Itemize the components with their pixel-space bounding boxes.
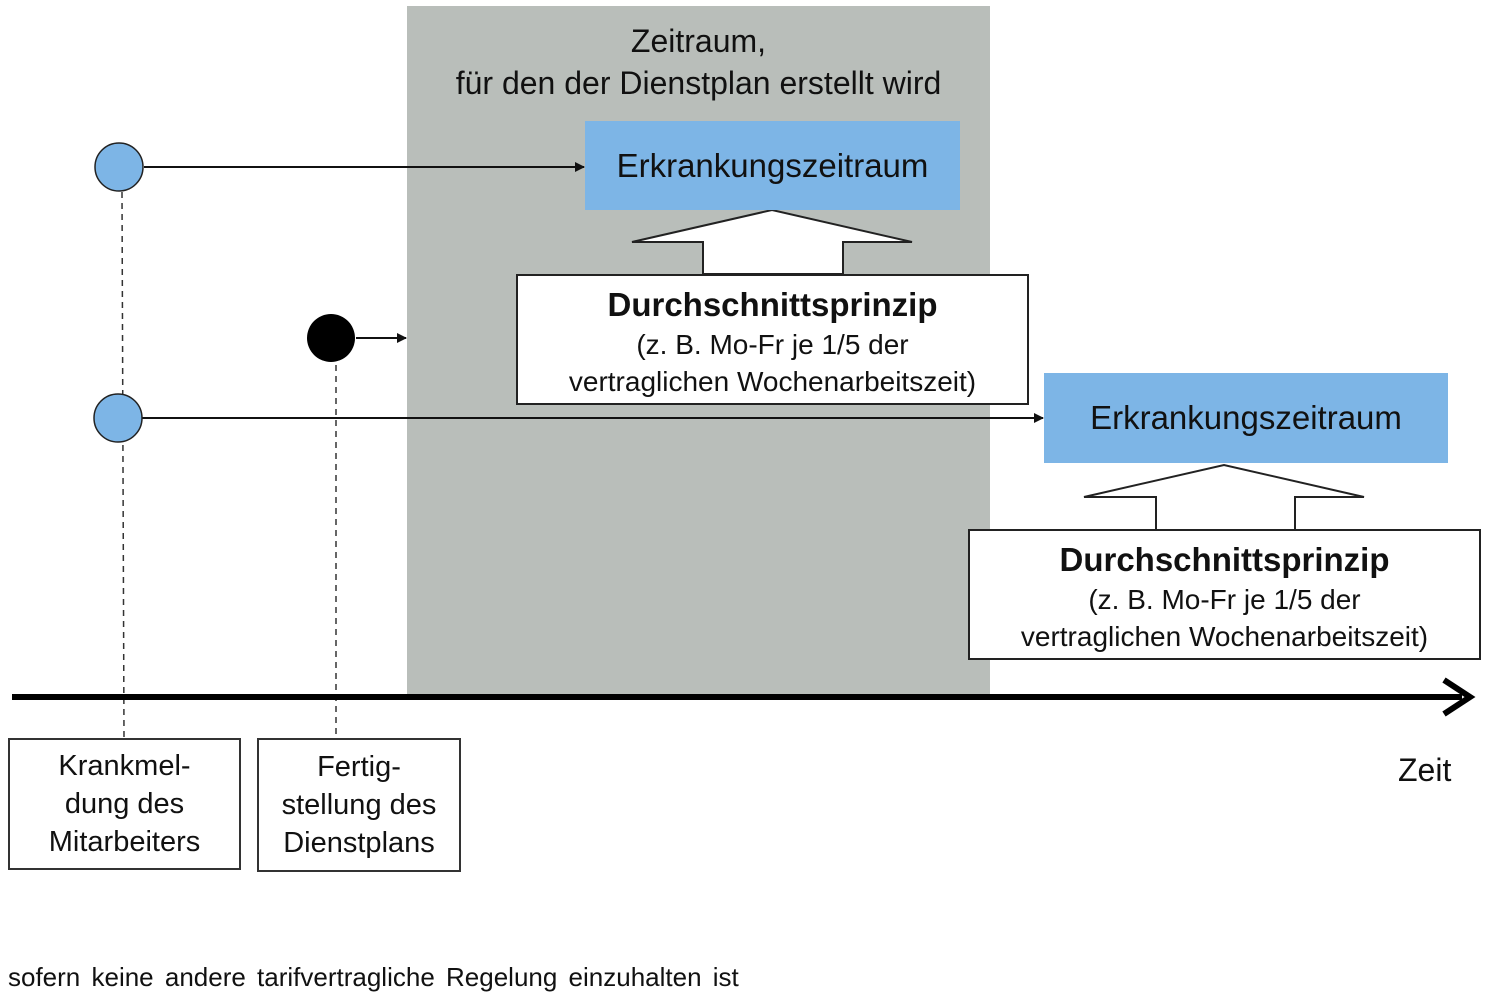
plan-completion-marker bbox=[307, 314, 355, 362]
footnote: sofern keine andere tarifvertragliche Re… bbox=[8, 962, 739, 992]
time-axis-label: Zeit bbox=[1398, 752, 1452, 788]
principle-line2-2: vertraglichen Wochenarbeitszeit) bbox=[1020, 621, 1429, 652]
planning-period-title: Zeitraum, für den der Dienstplan erstell… bbox=[407, 20, 990, 104]
block-arrow-1 bbox=[631, 208, 913, 275]
sick-period-box-1: Erkrankungszeitraum bbox=[585, 121, 960, 210]
principle-title-2: Durchschnittsprinzip bbox=[1059, 541, 1390, 578]
sick-report-label-line1: Krankmel- bbox=[58, 750, 191, 782]
block-arrow-2 bbox=[1083, 463, 1365, 531]
plan-completion-label-line3: Dienstplans bbox=[283, 827, 435, 859]
plan-completion-label-line2: stellung des bbox=[281, 789, 437, 821]
sick-period-label-2: Erkrankungszeitraum bbox=[1090, 399, 1402, 436]
sick-report-marker-2 bbox=[93, 393, 143, 443]
sick-report-marker-1 bbox=[94, 142, 144, 192]
plan-completion-label-line1: Fertig- bbox=[317, 751, 401, 783]
time-axis-arrowhead bbox=[1442, 677, 1476, 717]
sick-report-label-box: Krankmel- dung des Mitarbeiters bbox=[8, 738, 241, 870]
sick-period-box-2: Erkrankungszeitraum bbox=[1044, 373, 1448, 463]
sick-report-label-line3: Mitarbeiters bbox=[48, 826, 201, 858]
sick-period-label-1: Erkrankungszeitraum bbox=[616, 146, 929, 184]
principle-box-1: Durchschnittsprinzip (z. B. Mo-Fr je 1/5… bbox=[516, 274, 1029, 405]
plan-completion-label-box: Fertig- stellung des Dienstplans bbox=[257, 738, 461, 872]
principle-box-2: Durchschnittsprinzip (z. B. Mo-Fr je 1/5… bbox=[968, 529, 1481, 660]
sick-report-label-line2: dung des bbox=[64, 788, 185, 820]
principle-line1-1: (z. B. Mo-Fr je 1/5 der bbox=[636, 329, 909, 360]
principle-line1-2: (z. B. Mo-Fr je 1/5 der bbox=[1088, 584, 1361, 615]
planning-period-title-line2: für den der Dienstplan erstellt wird bbox=[455, 65, 942, 101]
sick-report-dashed-line bbox=[121, 191, 125, 739]
principle-line2-1: vertraglichen Wochenarbeitszeit) bbox=[568, 366, 977, 397]
principle-title-1: Durchschnittsprinzip bbox=[607, 286, 938, 323]
planning-period-title-line1: Zeitraum, bbox=[630, 23, 767, 59]
